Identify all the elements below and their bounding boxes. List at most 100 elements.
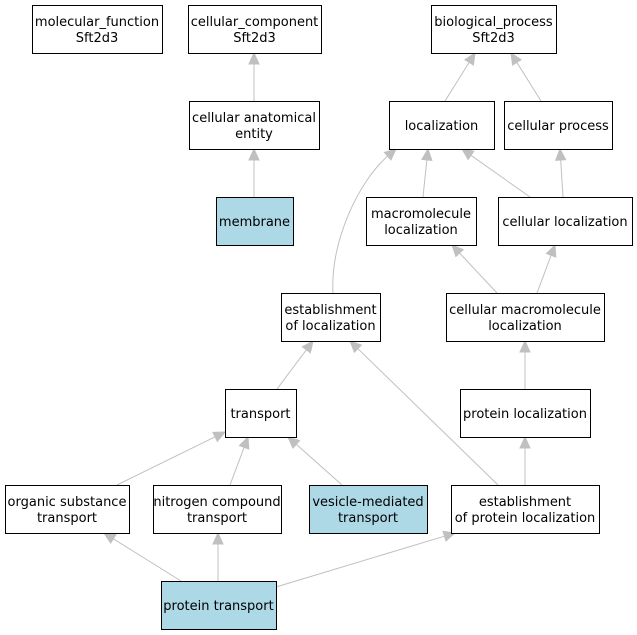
edge-protein_transport-to-organic_substance_transport [102, 532, 182, 582]
arrow-head [554, 147, 567, 161]
node-label: Sft2d3 [233, 31, 276, 46]
edge-line [116, 436, 216, 486]
node-label: establishment [479, 495, 571, 510]
edges-layer [102, 51, 567, 588]
node-label: Sft2d3 [472, 31, 515, 46]
edge-line [516, 62, 542, 102]
arrow-head [451, 244, 465, 258]
node-protein-transport: protein transport [161, 581, 277, 630]
node-protein-localization: protein localization [460, 389, 591, 438]
edge-line [276, 349, 307, 390]
edge-localization-to-biological_process [444, 51, 476, 102]
node-label: cellular anatomical [192, 111, 316, 126]
node-box [281, 293, 381, 342]
node-label: cellular_component [191, 15, 319, 30]
node-label: protein transport [163, 599, 273, 614]
arrow-head [383, 148, 397, 161]
node-label: cellular process [507, 119, 609, 134]
node-cellular-localization: cellular localization [498, 197, 633, 246]
node-label: Sft2d3 [76, 31, 119, 46]
edge-vesicle_mediated_transport-to-transport [287, 436, 343, 486]
node-label: establishment [284, 303, 376, 318]
node-box [504, 101, 613, 150]
edge-establishment_of_protein_localization-to-establishment_of_localization [349, 340, 499, 486]
arrow-head [102, 532, 117, 544]
node-label: transport [230, 407, 290, 422]
arrow-head [212, 431, 227, 443]
node-box [446, 293, 605, 342]
node-label: membrane [219, 215, 290, 230]
edge-line [275, 535, 445, 588]
node-label: biological_process [434, 15, 553, 30]
node-label: vesicle-mediated [312, 495, 423, 510]
arrow-head [519, 339, 531, 353]
edge-line [459, 252, 498, 294]
edge-line [536, 255, 552, 294]
edge-establishment_of_localization-to-localization [332, 148, 397, 294]
node-transport: transport [225, 389, 297, 438]
node-box [216, 197, 294, 246]
node-cellular-process: cellular process [504, 101, 613, 150]
edge-cellular_macromolecule_localization-to-macromolecule_localization [451, 244, 498, 294]
node-label: organic substance [8, 495, 127, 510]
node-box [389, 101, 495, 150]
node-box [225, 389, 297, 438]
edge-line [560, 159, 564, 198]
edge-nitrogen_compound_transport-to-transport [229, 435, 250, 486]
edge-line [113, 538, 182, 582]
edge-macromolecule_localization-to-localization [421, 147, 433, 198]
node-box [309, 485, 428, 534]
edge-line [229, 447, 245, 486]
nodes-layer: molecular_functionSft2d3cellular_compone… [5, 5, 633, 630]
node-box [189, 101, 320, 150]
node-membrane: membrane [216, 197, 294, 246]
node-label: transport [187, 511, 247, 526]
arrow-head [287, 436, 301, 449]
edge-cellular_process-to-biological_process [510, 51, 542, 102]
edge-protein_transport-to-establishment_of_protein_localization [275, 530, 457, 588]
node-label: localization [405, 119, 479, 134]
edge-cellular_localization-to-cellular_process [554, 147, 567, 198]
arrow-head [545, 243, 557, 258]
node-label: of protein localization [455, 511, 596, 526]
node-box [498, 197, 633, 246]
node-box [153, 485, 282, 534]
edge-establishment_of_protein_localization-to-protein_localization [519, 435, 531, 485]
arrow-head [421, 147, 433, 162]
edge-transport-to-establishment_of_localization [276, 340, 314, 390]
arrow-head [301, 340, 314, 354]
arrow-head [248, 147, 260, 161]
node-box [32, 5, 163, 54]
node-box [451, 485, 600, 534]
edge-protein_localization-to-cellular_macromolecule_localization [519, 339, 531, 389]
node-label: molecular_function [35, 15, 159, 30]
node-label: localization [384, 223, 458, 238]
edge-cellular_anatomical_entity-to-cellular_component [248, 51, 260, 101]
node-box [460, 389, 591, 438]
edge-membrane-to-cellular_anatomical_entity [248, 147, 260, 197]
node-label: cellular localization [502, 215, 627, 230]
node-box [431, 5, 557, 54]
arrow-head [212, 531, 224, 545]
arrow-head [461, 148, 475, 161]
node-label: of localization [285, 319, 375, 334]
node-localization: localization [389, 101, 495, 150]
edge-line [332, 155, 388, 294]
edge-line [444, 62, 470, 102]
node-box [188, 5, 322, 54]
node-box [5, 485, 130, 534]
node-label: transport [37, 511, 97, 526]
node-label: cellular macromolecule [449, 303, 601, 318]
node-label: macromolecule [371, 207, 471, 222]
edge-line [295, 443, 343, 486]
arrow-head [464, 51, 476, 66]
node-label: nitrogen compound [153, 495, 280, 510]
